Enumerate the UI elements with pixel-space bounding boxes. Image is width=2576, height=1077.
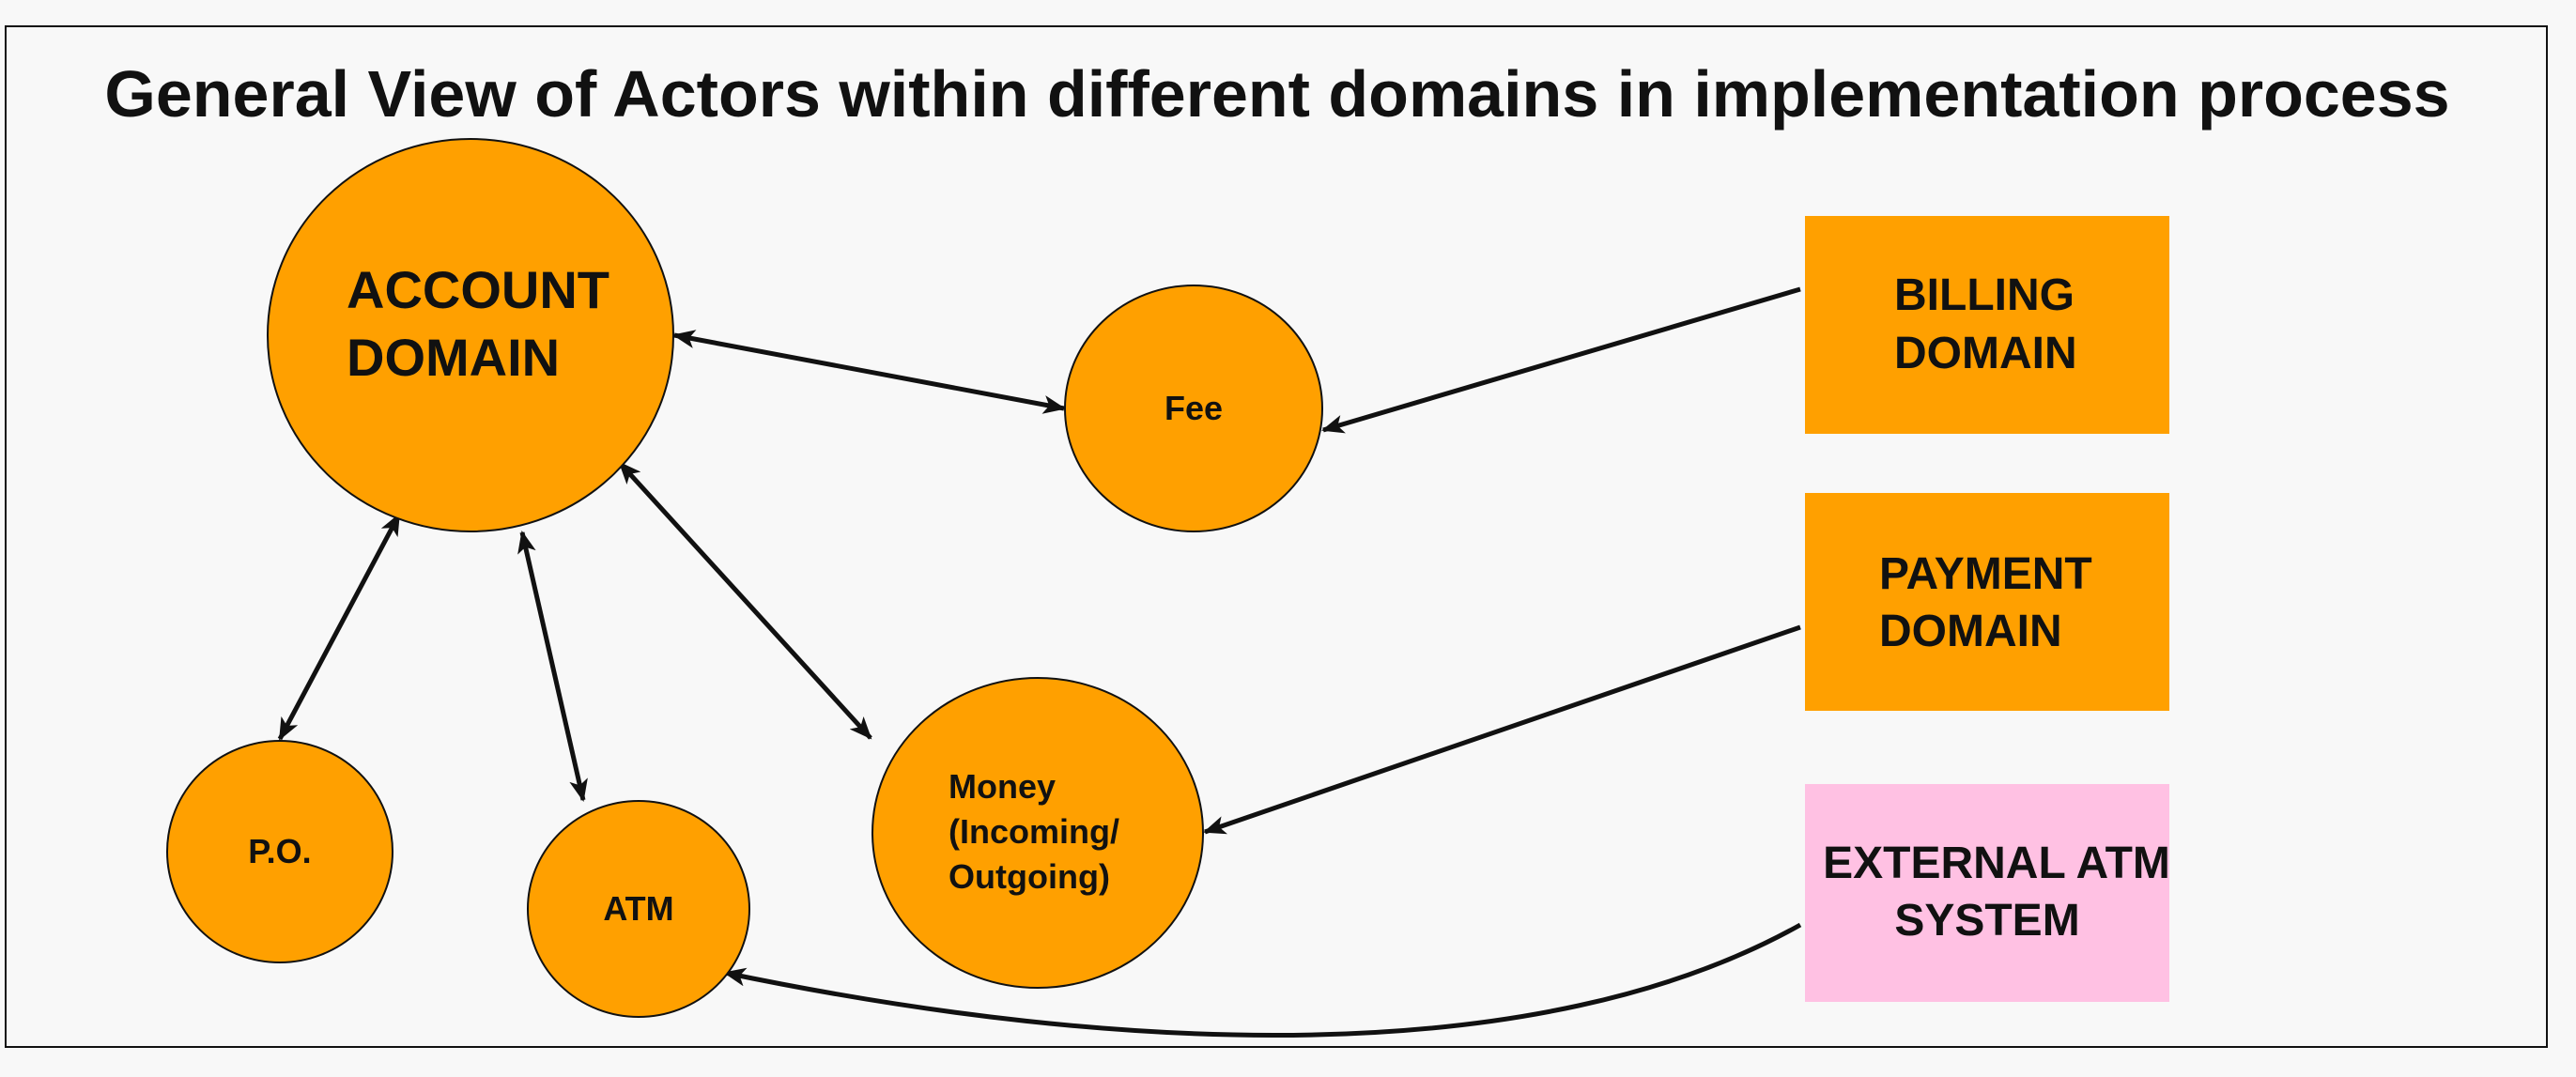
external-atm-system-label-line2: SYSTEM bbox=[1894, 896, 2079, 946]
account-domain-label-line2: DOMAIN bbox=[347, 328, 560, 387]
edge-payment-money bbox=[1203, 624, 1801, 835]
billing-domain-label-line2: DOMAIN bbox=[1894, 329, 2077, 378]
external-atm-system-label-line1: EXTERNAL ATM bbox=[1823, 839, 2170, 888]
node-billing-domain: BILLING DOMAIN bbox=[1805, 216, 2169, 434]
billing-domain-box bbox=[1805, 216, 2169, 434]
diagram-title: General View of Actors within different … bbox=[104, 57, 2449, 131]
atm-circle bbox=[527, 800, 750, 1018]
edge-billing-fee bbox=[1321, 286, 1801, 434]
external-atm-system-box bbox=[1805, 784, 2169, 1002]
po-label: P.O. bbox=[248, 832, 311, 870]
node-po: P.O. bbox=[166, 740, 393, 963]
billing-domain-label-line1: BILLING bbox=[1894, 270, 2075, 320]
node-atm: ATM bbox=[527, 800, 750, 1018]
account-domain-circle bbox=[267, 138, 674, 532]
fee-circle bbox=[1064, 285, 1323, 532]
node-money: Money (Incoming/ Outgoing) bbox=[872, 677, 1204, 989]
node-fee: Fee bbox=[1064, 285, 1323, 532]
node-account-domain: ACCOUNT DOMAIN bbox=[267, 138, 674, 532]
money-label-line2: (Incoming/ bbox=[949, 812, 1119, 851]
atm-label: ATM bbox=[603, 889, 673, 928]
edge-external-atm bbox=[723, 922, 1802, 1038]
payment-domain-box bbox=[1805, 493, 2169, 711]
payment-domain-label-line2: DOMAIN bbox=[1879, 607, 2062, 656]
edges bbox=[277, 286, 1802, 1038]
edge-account-money bbox=[618, 461, 872, 740]
edge-account-fee bbox=[672, 330, 1066, 414]
edge-account-po bbox=[277, 513, 402, 741]
node-external-atm-system: EXTERNAL ATM SYSTEM bbox=[1805, 784, 2170, 1002]
fee-label: Fee bbox=[1165, 389, 1223, 427]
money-label-line3: Outgoing) bbox=[949, 857, 1110, 896]
account-domain-label-line1: ACCOUNT bbox=[347, 260, 609, 319]
node-payment-domain: PAYMENT DOMAIN bbox=[1805, 493, 2169, 711]
money-circle bbox=[872, 677, 1204, 989]
money-label-line1: Money bbox=[949, 767, 1056, 806]
payment-domain-label-line1: PAYMENT bbox=[1879, 549, 2092, 599]
edge-account-atm bbox=[517, 531, 588, 802]
po-circle bbox=[166, 740, 393, 963]
